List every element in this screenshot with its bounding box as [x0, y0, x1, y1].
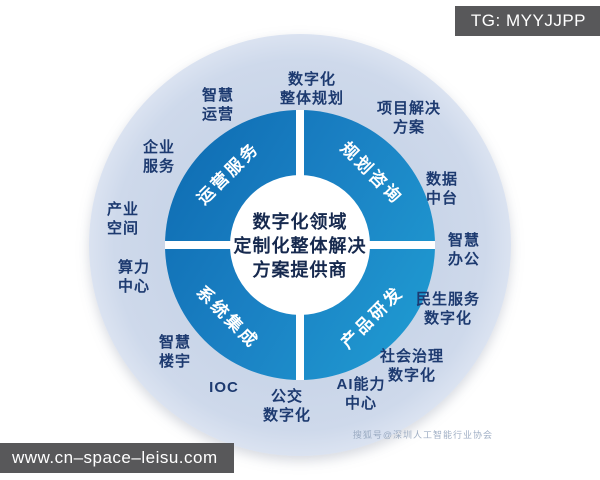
- outer-label-project-solution-line2: 方案: [393, 118, 425, 136]
- outer-label-industry-space-line2: 空间: [107, 219, 139, 237]
- outer-label-smart-operation-line1: 智慧: [202, 86, 234, 104]
- website-badge: www.cn–space–leisu.com: [0, 443, 234, 473]
- outer-label-governance-digital-line2: 数字化: [388, 366, 436, 384]
- outer-label-bus-digital-line2: 数字化: [263, 406, 311, 424]
- outer-label-data-platform-line1: 数据: [426, 170, 458, 188]
- outer-label-ai-capability-center-line1: AI能力: [336, 375, 385, 393]
- outer-label-smart-operation-line2: 运营: [202, 106, 234, 123]
- outer-label-smart-building-line2: 楼宇: [159, 352, 191, 370]
- outer-label-industry-space-line1: 产业: [107, 200, 139, 218]
- outer-label-livelihood-digital-line2: 数字化: [424, 309, 472, 327]
- outer-label-ioc: IOC: [209, 379, 239, 396]
- center-title-line2: 定制化整体解决: [234, 235, 367, 256]
- outer-label-data-platform-line2: 中台: [426, 189, 458, 207]
- outer-label-ai-capability-center-line2: 中心: [345, 394, 377, 412]
- outer-label-digital-overall-planning-line2: 整体规划: [280, 89, 344, 107]
- outer-label-digital-overall-planning-line1: 数字化: [288, 70, 336, 88]
- outer-label-enterprise-service-line1: 企业: [142, 138, 175, 156]
- center-title-line3: 方案提供商: [253, 259, 348, 280]
- outer-label-bus-digital-line1: 公交: [271, 387, 303, 405]
- outer-label-enterprise-service-line2: 服务: [143, 157, 175, 175]
- outer-label-smart-building-line1: 智慧: [159, 333, 191, 351]
- outer-label-livelihood-digital-line1: 民生服务: [416, 290, 480, 308]
- outer-label-project-solution-line1: 项目解决: [377, 99, 441, 117]
- center-circle: [230, 175, 370, 315]
- outer-label-computing-center-line1: 算力: [118, 258, 150, 276]
- telegram-badge: TG: MYYJJPP: [454, 6, 600, 36]
- outer-label-smart-office-line2: 办公: [448, 250, 480, 268]
- outer-label-computing-center-line2: 中心: [118, 277, 150, 295]
- watermark-credit: 搜狐号@深圳人工智能行业协会: [352, 430, 494, 440]
- center-title-line1: 数字化领域: [253, 211, 348, 232]
- outer-label-governance-digital-line1: 社会治理: [379, 347, 444, 365]
- outer-label-smart-office-line1: 智慧: [448, 231, 480, 249]
